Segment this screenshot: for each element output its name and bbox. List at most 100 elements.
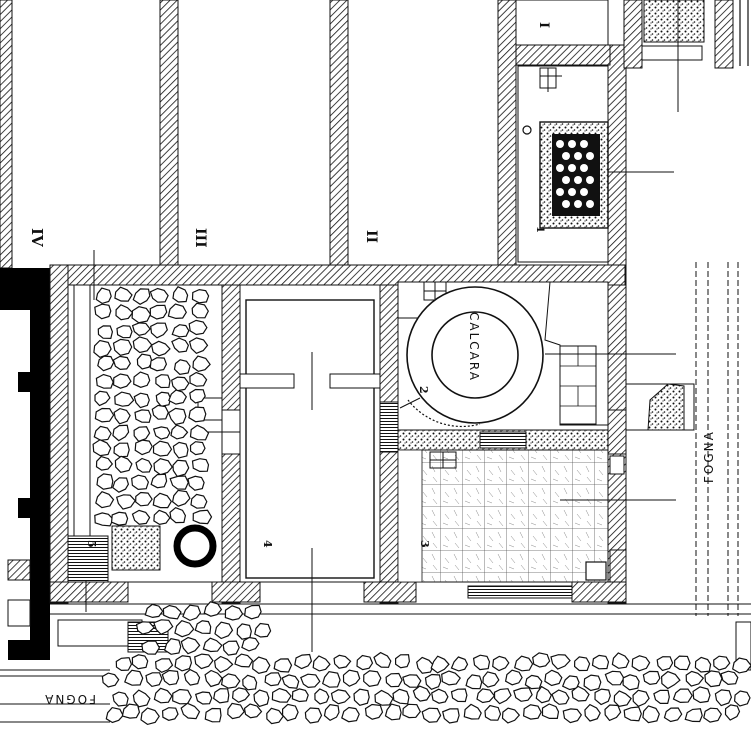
rubble-stone bbox=[191, 288, 210, 304]
rubble-stone bbox=[583, 674, 602, 692]
rubble-stone bbox=[562, 708, 583, 724]
rubble-stone bbox=[541, 703, 560, 720]
rubble-stone bbox=[312, 655, 331, 672]
rubble-stone bbox=[314, 688, 330, 705]
rubble-stone bbox=[253, 689, 270, 708]
rubble-stone bbox=[385, 672, 403, 688]
rubble-stone bbox=[203, 601, 223, 617]
rubble-stone bbox=[492, 655, 510, 672]
rubble-stone bbox=[167, 407, 187, 426]
rubble-stone bbox=[144, 603, 164, 619]
rubble-stone bbox=[134, 439, 153, 456]
rubble-stone bbox=[384, 703, 402, 721]
rubble-stone bbox=[131, 322, 151, 336]
rubble-stone bbox=[204, 669, 223, 688]
rubble-stone bbox=[162, 604, 182, 620]
rubble-stone bbox=[513, 687, 533, 702]
rubble-stone bbox=[613, 690, 632, 708]
rubble-stone bbox=[202, 637, 223, 653]
rubble-stone bbox=[188, 319, 208, 336]
rubble-stone bbox=[642, 670, 661, 686]
rubble-stone bbox=[94, 390, 111, 407]
rubble-stone bbox=[171, 489, 191, 507]
rubble-stone bbox=[476, 688, 496, 704]
label-num-3: 3 bbox=[418, 540, 431, 548]
rubble-stone bbox=[204, 707, 222, 723]
rubble-stone bbox=[121, 703, 141, 719]
rubble-stone bbox=[150, 473, 168, 489]
rubble-stone bbox=[172, 459, 190, 478]
rubble-stone bbox=[169, 475, 189, 490]
rubble-stone bbox=[94, 407, 115, 423]
rubble-stone bbox=[110, 511, 129, 526]
rubble-stone bbox=[101, 672, 120, 688]
rubble-stone bbox=[150, 322, 168, 339]
room-4 bbox=[239, 284, 381, 652]
right-corridor bbox=[625, 262, 751, 671]
grid-holes bbox=[556, 140, 594, 208]
rubble-stone bbox=[571, 685, 590, 702]
rubble-stone bbox=[189, 424, 210, 441]
rubble-stone bbox=[300, 673, 321, 689]
rubble-stone bbox=[484, 704, 502, 721]
rubble-stone bbox=[114, 455, 133, 473]
rubble-stone bbox=[150, 340, 171, 357]
rubble-stone bbox=[653, 689, 670, 705]
rubble-stone bbox=[234, 653, 254, 668]
rubble-stone bbox=[463, 703, 482, 720]
rubble-stone bbox=[133, 426, 151, 443]
rubble-stone bbox=[161, 707, 179, 721]
rubble-stone bbox=[594, 688, 611, 706]
rubble-stone bbox=[227, 702, 245, 720]
rubble-stone bbox=[149, 287, 169, 303]
rubble-stone bbox=[135, 457, 153, 473]
rubble-stone bbox=[672, 688, 693, 704]
rubble-stone bbox=[94, 512, 114, 527]
label-fogna-right: FOGNA bbox=[702, 430, 716, 483]
rubble-stone bbox=[115, 304, 134, 321]
rubble-stone bbox=[115, 494, 136, 510]
rubble-stone bbox=[189, 371, 208, 387]
rubble-stone bbox=[532, 652, 551, 668]
rubble-stone bbox=[164, 638, 182, 655]
rubble-stone bbox=[172, 688, 192, 705]
rubble-stone bbox=[154, 658, 174, 673]
rubble-stone bbox=[733, 690, 751, 707]
label-num-1: 1 bbox=[534, 226, 545, 233]
rubble-stone bbox=[522, 704, 542, 720]
rubble-stone bbox=[231, 687, 251, 703]
rubble-stone bbox=[412, 685, 432, 702]
rubble-stone bbox=[353, 688, 370, 706]
rubble-stone bbox=[421, 707, 442, 723]
rubble-stone bbox=[132, 336, 153, 354]
rubble-stone bbox=[504, 669, 523, 686]
rubble-stone bbox=[113, 407, 131, 425]
rubble-stone bbox=[264, 672, 282, 687]
rubble-stone bbox=[524, 674, 543, 690]
rubble-stone bbox=[95, 287, 112, 305]
rubble-stone bbox=[140, 707, 160, 726]
rubble-stone bbox=[244, 604, 262, 620]
rubble-stone bbox=[134, 409, 152, 423]
rubble-stone bbox=[213, 688, 230, 704]
rubble-stone bbox=[220, 673, 241, 689]
label-calcara: CALCARA bbox=[467, 312, 481, 382]
rubble-stone bbox=[685, 670, 705, 687]
rubble-stone bbox=[112, 373, 132, 389]
rubble-stone bbox=[241, 636, 260, 652]
rubble-stone bbox=[151, 404, 169, 420]
rubble-stone bbox=[364, 703, 384, 720]
rubble-stone bbox=[152, 426, 171, 440]
rubble-stone bbox=[180, 636, 201, 655]
rubble-stone bbox=[189, 388, 206, 404]
rubble-stone bbox=[703, 707, 723, 723]
rubble-stone bbox=[402, 674, 422, 688]
label-num-4: 4 bbox=[261, 540, 274, 548]
rubble-stone bbox=[573, 656, 591, 672]
rubble-stone bbox=[135, 621, 155, 635]
rubble-stone bbox=[660, 670, 681, 690]
rubble-stone bbox=[450, 656, 469, 672]
rubble-stone bbox=[482, 671, 500, 688]
rubble-stone bbox=[392, 688, 410, 705]
rubble-stone bbox=[93, 425, 112, 441]
